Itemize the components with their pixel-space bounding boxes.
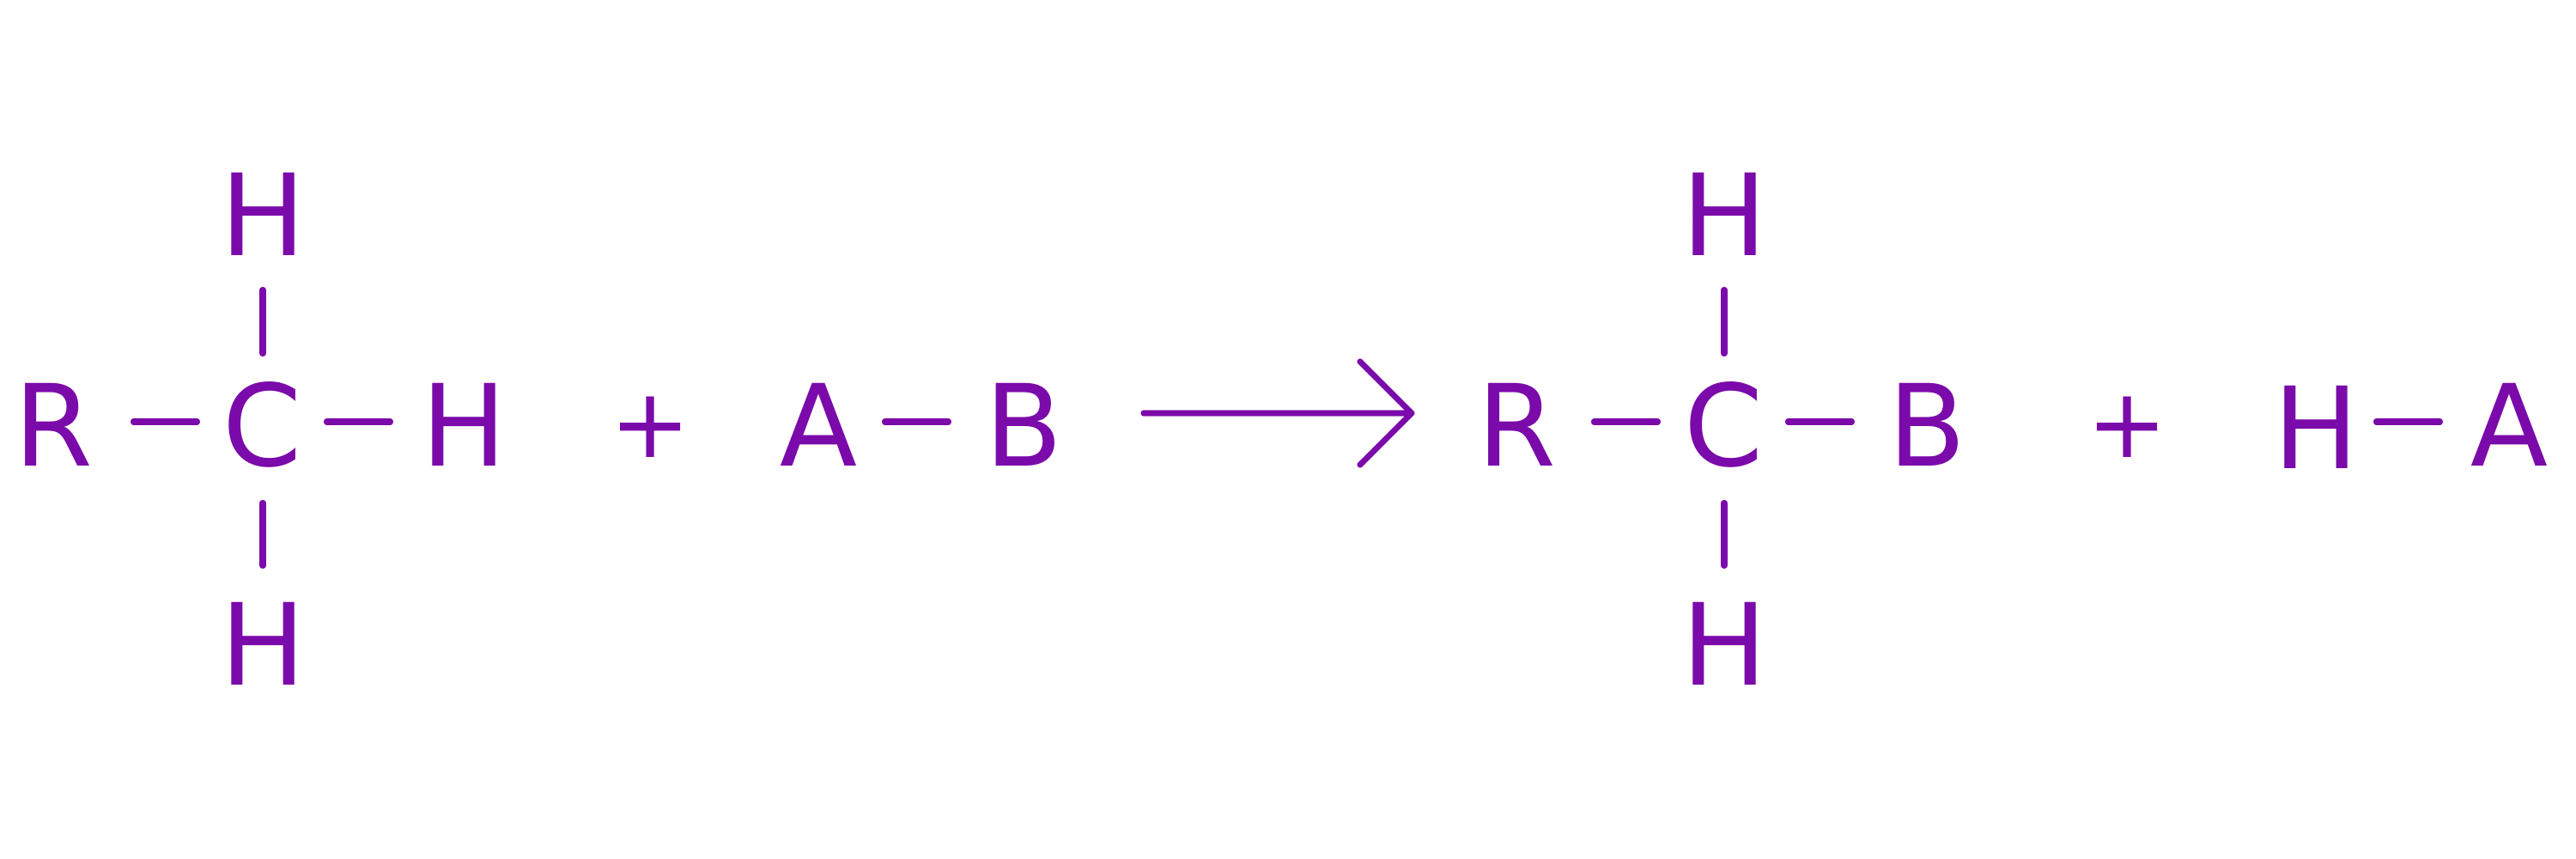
reaction-arrow-icon	[1140, 358, 1415, 468]
atom-carbon-product: C	[1684, 361, 1763, 493]
atom-a-product: A	[2470, 361, 2548, 493]
atom-h-bottom: H	[220, 580, 305, 712]
plus-sign-reactants: +	[610, 369, 690, 480]
product-substituted-group: R C B H H	[1477, 150, 1965, 712]
reactant-ab: A B	[780, 361, 1062, 493]
atom-h-right: H	[421, 361, 506, 493]
atom-b: B	[985, 361, 1063, 493]
atom-h-bottom-product: H	[1681, 580, 1766, 712]
plus-sign-products: +	[2087, 369, 2167, 480]
atom-r-product: R	[1477, 361, 1556, 493]
atom-b-product: B	[1888, 361, 1966, 493]
atom-h-top: H	[220, 150, 305, 283]
reactant-methyl-group: R C H H H	[14, 150, 506, 712]
atom-carbon: C	[222, 361, 301, 493]
atom-h-product: H	[2273, 363, 2358, 496]
product-ha: H A	[2273, 361, 2548, 496]
arrow-head	[1357, 358, 1415, 468]
atom-h-top-product: H	[1681, 150, 1766, 283]
atom-r: R	[14, 361, 93, 493]
atom-a: A	[780, 361, 857, 493]
